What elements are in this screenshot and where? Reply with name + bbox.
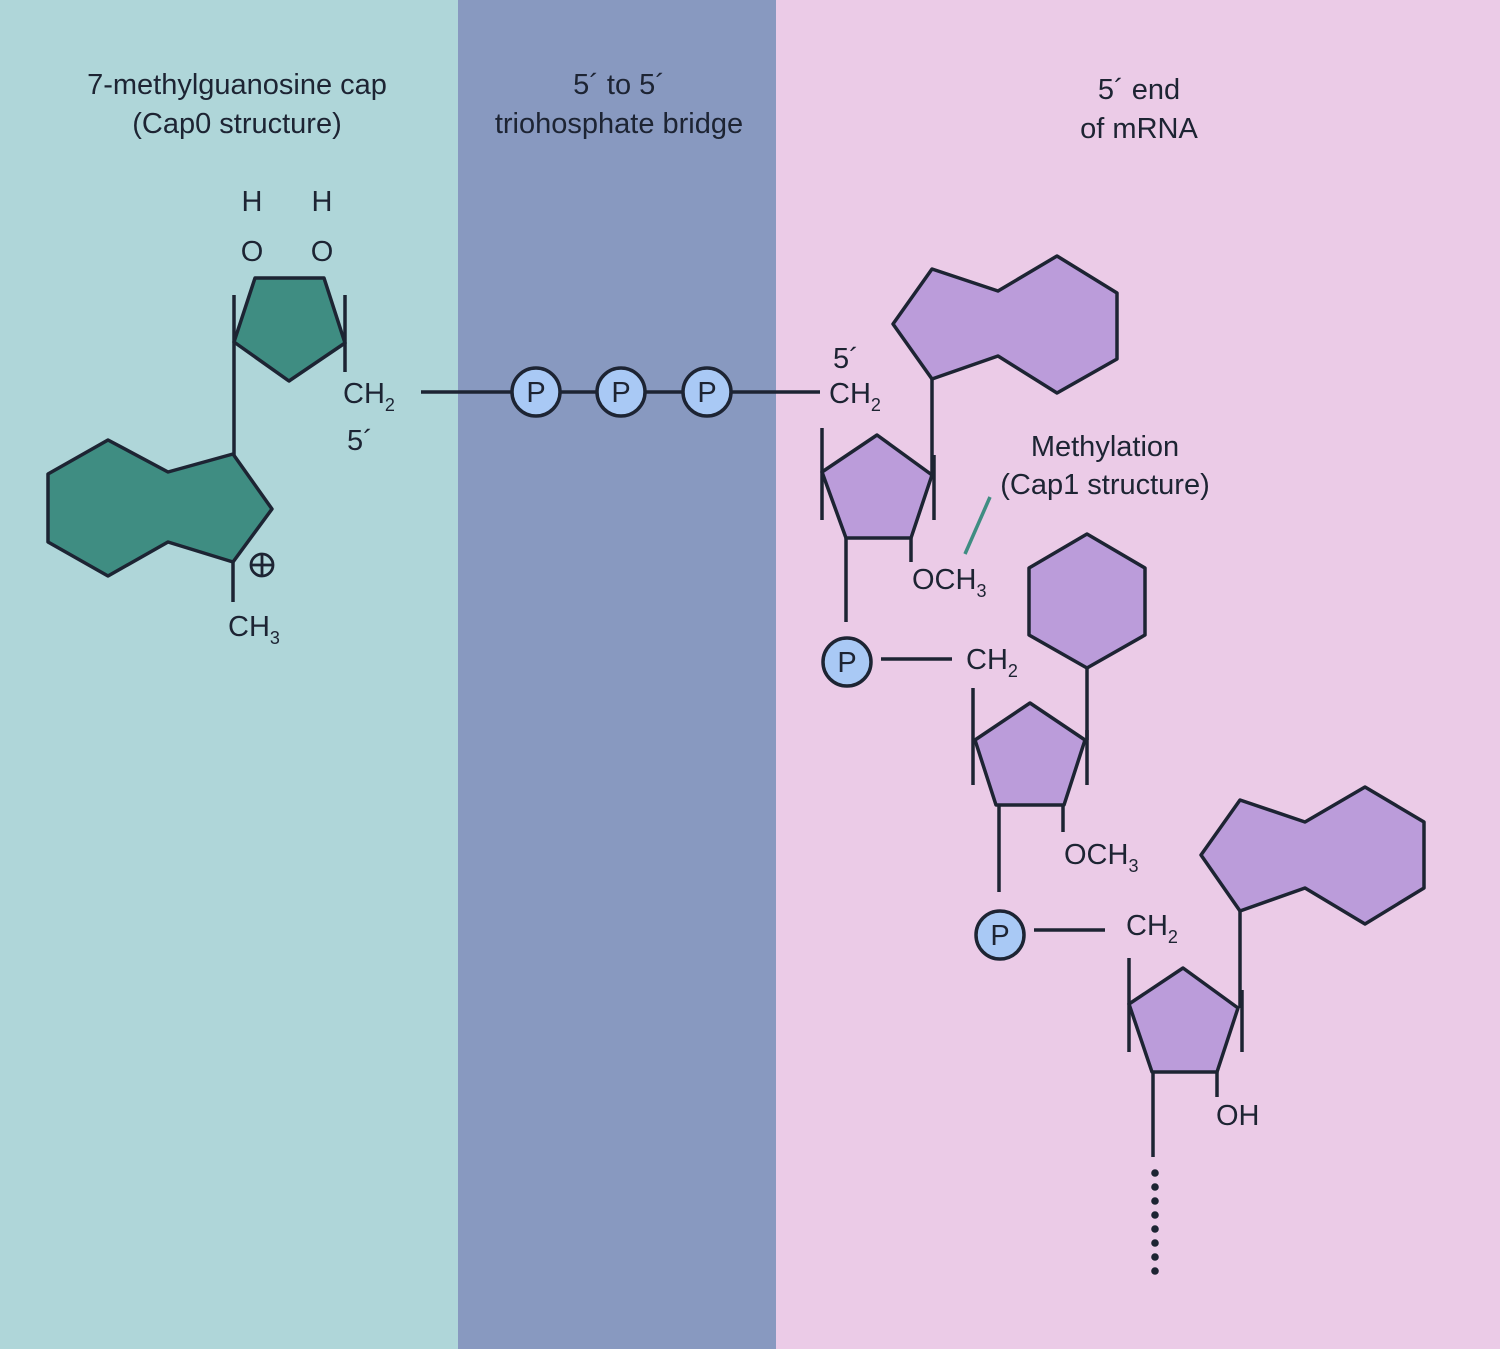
cap-panel-title-line2: (Cap0 structure)	[132, 108, 342, 140]
n2-ch2-label: CH2	[966, 644, 1018, 681]
circled-plus-icon	[249, 552, 275, 578]
phosphate-2-label: P	[611, 377, 630, 409]
phosphate-3-label: P	[697, 377, 716, 409]
bridge-panel-title-line2: triohosphate bridge	[495, 108, 743, 140]
n3-base-ring	[1199, 785, 1426, 926]
cap-h-right: H	[312, 186, 333, 218]
n3-ribose-ring	[1127, 966, 1240, 1074]
cap-h-left: H	[242, 186, 263, 218]
mrna-panel-title-line2: of mRNA	[1080, 113, 1198, 145]
mrna-phosphate-2-label: P	[990, 920, 1009, 952]
cap-ch2-label: CH2	[343, 378, 395, 415]
methylation-pointer-line	[963, 496, 992, 555]
mrna-panel	[776, 0, 1500, 1349]
methylation-annotation: Methylation (Cap1 structure)	[963, 431, 1210, 555]
cap-structure: H H O O CH3 CH2 5´	[46, 186, 395, 648]
phosphate-3: P	[681, 366, 733, 418]
mrna-phosphate-1-label: P	[837, 647, 856, 679]
n1-base-ring	[891, 254, 1119, 395]
cap-guanine-ring	[46, 438, 274, 578]
n3-ch2-label: CH2	[1126, 910, 1178, 947]
cap-panel-title-line1: 7-methylguanosine cap	[87, 69, 387, 101]
phosphate-2: P	[595, 366, 647, 418]
bridge-panel-title-line1: 5´ to 5´	[573, 69, 665, 101]
methylation-label-line2: (Cap1 structure)	[1000, 469, 1210, 501]
dotted-chain-continuation-icon	[1151, 1169, 1159, 1275]
bridge-panel	[458, 0, 776, 1349]
cap-ch3-label: CH3	[228, 611, 280, 648]
cap-o-left: O	[241, 236, 264, 268]
phosphate-1: P	[510, 366, 562, 418]
cap-five-prime-label: 5´	[347, 425, 373, 457]
mrna-nucleotide-3: CH2 OH	[1126, 785, 1426, 1275]
mrna-nucleotide-2: CH2 OCH3	[966, 532, 1147, 892]
n2-ribose-ring	[973, 701, 1087, 807]
triphosphate-bridge: P P P	[421, 366, 820, 418]
mrna-nucleotide-1: 5´ CH2 OCH3	[820, 254, 1119, 622]
cap-panel	[0, 0, 458, 1349]
cap-ribose-ring	[232, 276, 347, 383]
n2-och3-label: OCH3	[1064, 839, 1138, 876]
n3-oh-label: OH	[1216, 1100, 1260, 1132]
n1-ch2-label: CH2	[829, 378, 881, 415]
mrna-phosphate-2: P	[974, 909, 1105, 961]
mrna-panel-title-line1: 5´ end	[1098, 74, 1180, 106]
phosphate-1-label: P	[526, 377, 545, 409]
mrna-phosphate-1: P	[821, 636, 952, 688]
n1-five-prime-label: 5´	[833, 343, 859, 375]
methylation-label-line1: Methylation	[1031, 431, 1179, 463]
n1-ribose-ring	[820, 433, 934, 540]
cap-o-right: O	[311, 236, 334, 268]
n1-och3-label: OCH3	[912, 564, 986, 601]
